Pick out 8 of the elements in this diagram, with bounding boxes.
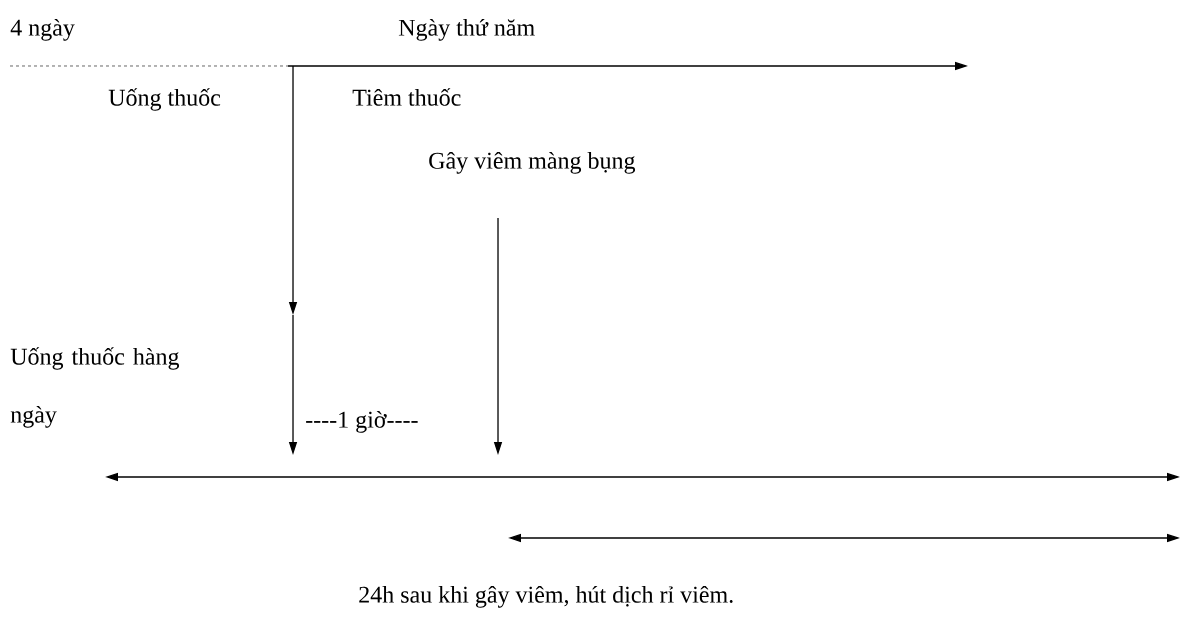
timeline-label: Tiêm thuốc: [352, 88, 461, 106]
timeline-label: Uống thuốc hàng ngày: [10, 347, 180, 428]
timeline-label: Gây viêm màng bụng: [429, 151, 636, 174]
timeline-label: ----1 giờ----: [306, 410, 418, 433]
timeline-label: 24h sau khi gây viêm, hút dịch rỉ viêm.: [359, 585, 733, 608]
timeline-label: 4 ngày: [10, 18, 75, 41]
timeline-label: Uống thuốc: [108, 88, 221, 111]
timeline-label: Ngày thứ năm: [398, 18, 535, 41]
